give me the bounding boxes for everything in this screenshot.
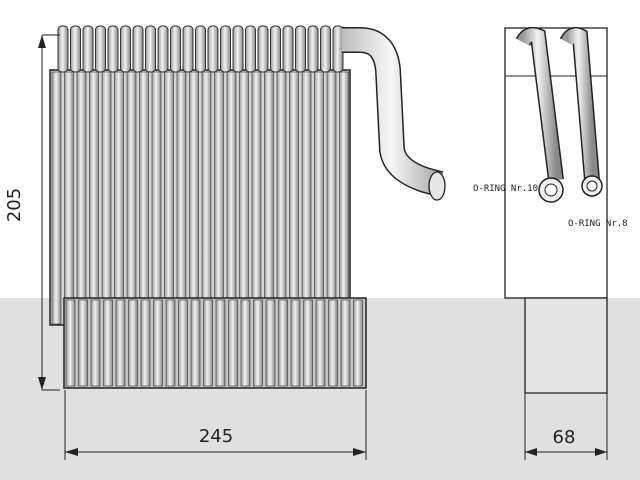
height-dimension-label: 205 — [4, 188, 25, 222]
core-tube — [164, 71, 174, 325]
lower-tube — [103, 299, 113, 387]
header-fin — [107, 25, 119, 73]
header-fin — [182, 25, 194, 73]
core-tube — [314, 71, 324, 325]
core-tube — [151, 71, 162, 325]
lower-tube — [178, 299, 188, 387]
lower-tube — [153, 299, 163, 387]
side-view: 68 O-RING Nr.10 O-RING Nr.8 — [473, 26, 628, 460]
lower-tube — [253, 299, 263, 387]
height-dimension: 205 — [4, 34, 60, 391]
header-fin — [245, 25, 256, 73]
core-tube — [339, 71, 349, 325]
lower-tube — [140, 299, 151, 387]
core-tube — [264, 71, 274, 325]
header-fin — [270, 25, 281, 73]
core-tube — [214, 71, 224, 325]
core-tube — [239, 71, 249, 325]
lower-tubes — [65, 299, 363, 387]
core-tube — [139, 71, 149, 325]
core-tube — [251, 71, 262, 325]
oring-small-label: O-RING Nr.8 — [568, 219, 628, 229]
core-tube — [289, 71, 299, 325]
header-fin — [307, 25, 319, 73]
header-fin — [70, 25, 81, 73]
lower-tube — [165, 299, 176, 387]
header-fin — [257, 25, 269, 73]
lower-tube — [315, 299, 326, 387]
lower-tube — [240, 299, 251, 387]
width-dimension: 245 — [64, 390, 367, 460]
lower-tube — [128, 299, 138, 387]
header-fin — [320, 25, 331, 73]
header-fin — [282, 25, 294, 73]
header-fin — [332, 25, 344, 73]
lower-tube — [215, 299, 226, 387]
width-dimension-label: 245 — [199, 426, 233, 447]
lower-tube — [290, 299, 301, 387]
core-body — [49, 69, 351, 326]
core-tube — [201, 71, 212, 325]
core-tube — [276, 71, 287, 325]
lower-tube — [228, 299, 238, 387]
core-tube — [114, 71, 124, 325]
lower-tube — [340, 299, 351, 387]
core-tube — [89, 71, 99, 325]
header-fin — [132, 25, 144, 73]
core-tube — [126, 71, 137, 325]
header-fin — [170, 25, 181, 73]
core-tube — [64, 71, 74, 325]
depth-dimension-label: 68 — [553, 427, 576, 448]
pipe-end-fitting — [428, 171, 446, 201]
header-fin — [195, 25, 206, 73]
core-tube — [51, 71, 62, 325]
header-fin — [232, 25, 244, 73]
lower-tube — [353, 299, 363, 387]
header-fin — [57, 25, 69, 73]
header-fin — [120, 25, 131, 73]
core-tube — [101, 71, 112, 325]
header-fin — [295, 25, 306, 73]
lower-tube — [90, 299, 101, 387]
core-tube — [226, 71, 237, 325]
lower-tube — [65, 299, 76, 387]
core-tube — [301, 71, 312, 325]
core-tubes — [51, 71, 349, 325]
lower-fin-block — [63, 297, 367, 389]
core-tube — [176, 71, 187, 325]
header-fins — [57, 25, 344, 73]
header-fin — [207, 25, 219, 73]
side-view-lower — [524, 297, 608, 394]
core-tube — [189, 71, 199, 325]
evaporator-core — [49, 25, 367, 389]
header-fin — [220, 25, 231, 73]
lower-tube — [265, 299, 276, 387]
oring-large-label: O-RING Nr.10 — [473, 184, 538, 194]
lower-tube — [78, 299, 88, 387]
lower-tube — [303, 299, 313, 387]
core-tube — [76, 71, 87, 325]
lower-tube — [328, 299, 338, 387]
lower-tube — [203, 299, 213, 387]
header-fin — [82, 25, 94, 73]
header-fin — [157, 25, 169, 73]
outlet-pipe — [342, 27, 446, 201]
header-fin — [95, 25, 106, 73]
lower-tube — [278, 299, 288, 387]
core-tube — [326, 71, 337, 325]
lower-tube — [115, 299, 126, 387]
header-fin — [145, 25, 156, 73]
lower-tube — [190, 299, 201, 387]
